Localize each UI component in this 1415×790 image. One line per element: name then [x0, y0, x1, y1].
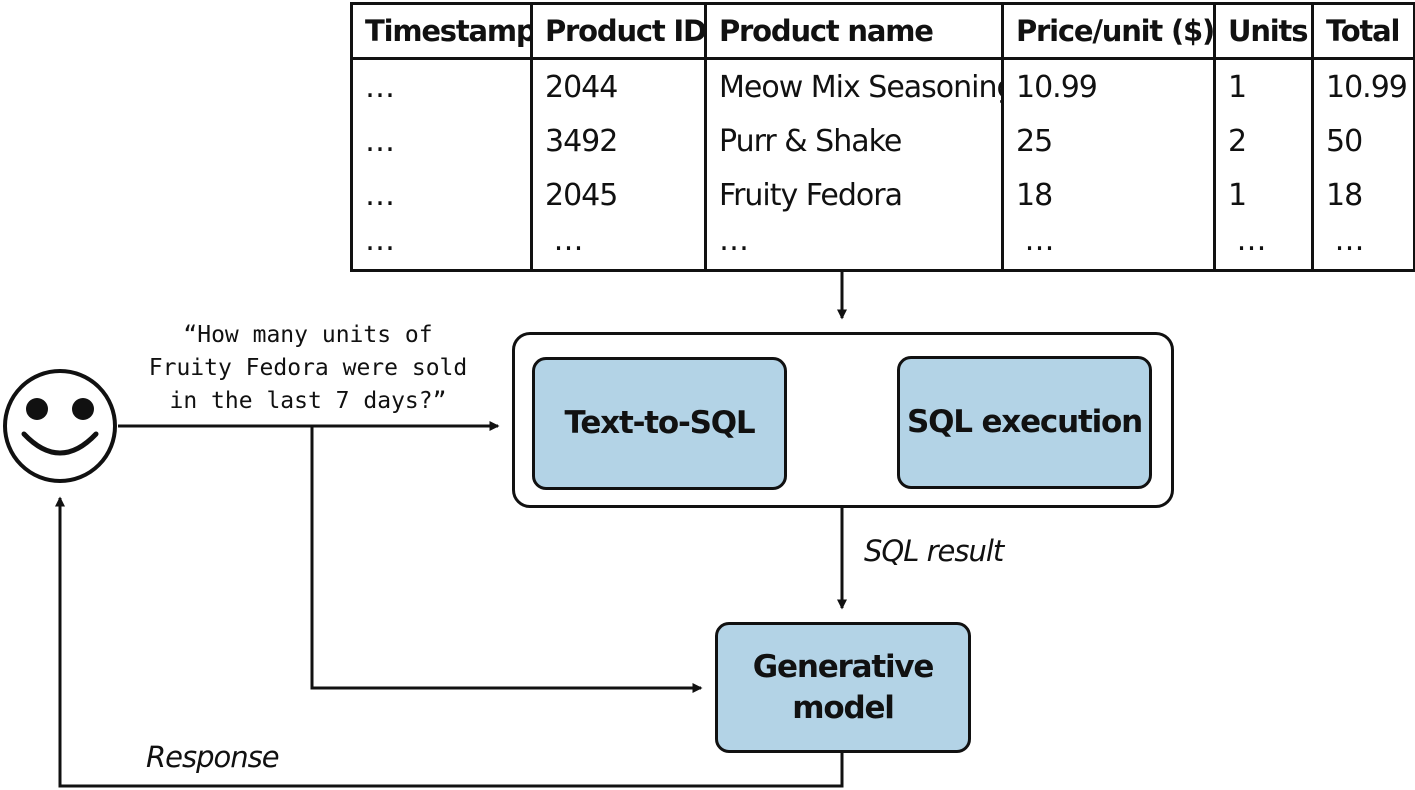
table-cell: Fruity Fedora	[705, 168, 1004, 223]
arrow-response-to-user	[55, 496, 844, 788]
column-header-product-name: Product name	[705, 3, 1004, 60]
table-header-row: Timestamp Product ID Product name Price/…	[351, 3, 1415, 60]
table-row: … … … … … …	[351, 222, 1415, 271]
table-cell: 3492	[531, 114, 707, 169]
user-question: “How many units of Fruity Fedora were so…	[148, 322, 468, 414]
table-cell: …	[531, 222, 707, 271]
table-cell: 2045	[531, 168, 707, 223]
table-row: … 3492 Purr & Shake 25 2 50	[351, 114, 1415, 169]
table-cell: Purr & Shake	[705, 114, 1004, 169]
column-header-timestamp: Timestamp	[351, 3, 533, 60]
table-row: … 2044 Meow Mix Seasoning 10.99 1 10.99	[351, 58, 1415, 115]
table-cell: 18	[1002, 168, 1216, 223]
table-cell: 2	[1214, 114, 1314, 169]
table-cell: …	[351, 222, 533, 271]
table-cell: …	[351, 168, 533, 223]
arrow-query-to-generative-model	[310, 426, 703, 693]
table-cell: …	[1002, 222, 1216, 271]
table-row: … 2045 Fruity Fedora 18 1 18	[351, 168, 1415, 223]
table-cell: 50	[1326, 123, 1363, 159]
table-cell: 18	[1326, 178, 1363, 214]
column-header-units: Units	[1214, 3, 1314, 60]
table-cell: 1	[1214, 168, 1314, 223]
response-label: Response	[146, 740, 280, 774]
sql-execution-node: SQL execution	[897, 356, 1152, 489]
table-cell: 25	[1002, 114, 1216, 169]
column-header-price-per-unit: Price/unit ($)	[1002, 3, 1216, 60]
table-cell: 2044	[531, 58, 707, 115]
table-cell: …	[1214, 222, 1314, 271]
table-cell: …	[1326, 222, 1365, 258]
generative-model-node: Generative model	[715, 622, 971, 753]
text-to-sql-node: Text-to-SQL	[532, 357, 787, 490]
table-cell: 10.99	[1326, 69, 1408, 105]
table-cell: …	[351, 58, 533, 115]
table-cell: Meow Mix Seasoning	[705, 58, 1004, 115]
table-cell: 1	[1214, 58, 1314, 115]
table-cell: …	[705, 222, 1004, 271]
table-cell: 10.99	[1002, 58, 1216, 115]
sql-result-label: SQL result	[864, 534, 1004, 568]
smiley-face-icon	[3, 369, 117, 483]
column-header-total: Total	[1312, 3, 1415, 60]
column-header-product-id: Product ID	[531, 3, 707, 60]
table-cell: …	[351, 114, 533, 169]
sales-table: Timestamp Product ID Product name Price/…	[350, 2, 1415, 272]
